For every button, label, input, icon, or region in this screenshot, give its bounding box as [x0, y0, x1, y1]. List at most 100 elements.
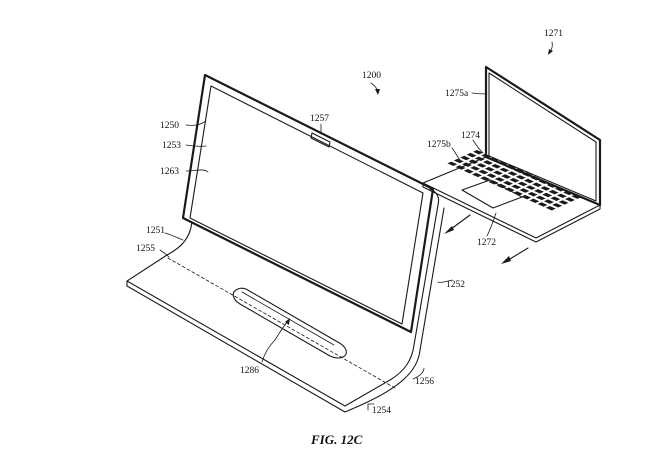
keyboard-key [486, 173, 497, 178]
keyboard-key [473, 150, 483, 155]
keyboard-key [470, 166, 481, 171]
keyboard-key [556, 193, 567, 199]
label-1272: 1272 [477, 238, 496, 248]
label-1254: 1254 [372, 406, 391, 416]
label-1256: 1256 [415, 377, 434, 387]
laptop-device [422, 65, 602, 243]
leader-1251 [164, 232, 184, 241]
keyboard-key [548, 189, 559, 195]
display-back-edge [429, 188, 440, 206]
keyboard-key [530, 175, 541, 181]
label-1253: 1253 [162, 141, 181, 151]
label-1255: 1255 [136, 244, 155, 254]
label-1257: 1257 [310, 114, 329, 124]
arrow-upper-head [444, 226, 454, 234]
leader-1250 [185, 120, 207, 126]
arrow-lower-head [501, 256, 511, 264]
label-1200: 1200 [362, 71, 381, 81]
keyboard-key [507, 171, 518, 176]
keyboard-key [555, 187, 565, 192]
leader-1272 [486, 212, 497, 237]
keyboard-key [521, 194, 532, 200]
keyboard-key [462, 162, 472, 167]
keyboard-key [550, 196, 561, 201]
keyboard-key [524, 178, 534, 184]
keyboard-key [563, 190, 574, 196]
keyboard-key [483, 160, 493, 165]
leader-lines [159, 92, 497, 411]
leader-1252 [437, 279, 453, 283]
keyboard-key [499, 167, 510, 173]
laptop-keyboard [447, 150, 582, 211]
keyboard-key [511, 184, 522, 190]
label-1252: 1252 [446, 280, 465, 290]
leader-1256 [412, 367, 425, 380]
leader-1286-head [285, 318, 290, 325]
keyboard-key [488, 180, 499, 185]
left-bend [166, 221, 193, 256]
label-1274: 1274 [461, 131, 480, 141]
keyboard-key [552, 203, 563, 208]
keyboard-key [515, 175, 526, 180]
base-slot [232, 287, 347, 359]
keyboard-key [537, 202, 548, 207]
keyboard-key [453, 158, 464, 164]
keyboard-key [525, 185, 536, 190]
leader-1275b [451, 147, 461, 161]
camera-notch [310, 132, 331, 148]
base-plate [126, 254, 391, 413]
keyboard-key [480, 176, 491, 181]
display-screen [189, 85, 424, 325]
keyboard-key [474, 156, 485, 162]
base-slot-inner [241, 291, 335, 346]
reference-labels: 1200 1250 1253 1263 1257 1251 1255 1252 … [136, 29, 563, 447]
desktop-device [126, 73, 445, 413]
keyboard-key [527, 192, 538, 197]
keyboard-key [546, 183, 557, 188]
keyboard-key [460, 155, 471, 161]
leader-1253 [185, 144, 207, 147]
keyboard-key [496, 183, 507, 189]
keyboard-key [558, 200, 569, 205]
keyboard-key [534, 189, 544, 194]
keyboard-key [484, 166, 495, 172]
keyboard-key [505, 164, 516, 170]
keyboard-key [545, 206, 556, 211]
keyboard-key [503, 180, 513, 186]
leader-1286 [261, 321, 288, 363]
keyboard-key [447, 161, 458, 167]
label-1251: 1251 [146, 226, 165, 236]
keyboard-key [540, 186, 551, 191]
arrow-1271-head [548, 49, 553, 55]
leader-1263 [185, 169, 209, 173]
keyboard-key [509, 178, 520, 183]
keyboard-key [468, 159, 479, 164]
keyboard-key [517, 181, 528, 187]
keyboard-key [491, 164, 502, 169]
label-1250: 1250 [160, 121, 179, 131]
keyboard-key [544, 199, 554, 204]
keyboard-key [538, 179, 549, 185]
keyboard-key [513, 191, 523, 196]
label-1286: 1286 [240, 366, 259, 376]
right-bend [351, 204, 445, 410]
keyboard-key [571, 194, 582, 199]
leader-1274 [472, 139, 484, 154]
keyboard-key [542, 192, 553, 198]
keyboard-key [497, 161, 508, 166]
keyboard-key [478, 169, 489, 175]
label-1275a: 1275a [445, 89, 469, 99]
keyboard-key [522, 172, 533, 177]
keyboard-key [519, 188, 530, 193]
display-frame-outer [181, 73, 435, 334]
laptop-base-front [422, 182, 601, 243]
keyboard-key [504, 187, 515, 192]
laptop-trackpad [461, 179, 523, 209]
keyboard-key [565, 197, 575, 202]
arrow-1200-head [375, 89, 380, 95]
figure-caption: FIG. 12C [310, 432, 363, 447]
laptop-lid-screen [488, 72, 597, 202]
leader-1255 [159, 249, 170, 258]
keyboard-key [466, 152, 477, 158]
